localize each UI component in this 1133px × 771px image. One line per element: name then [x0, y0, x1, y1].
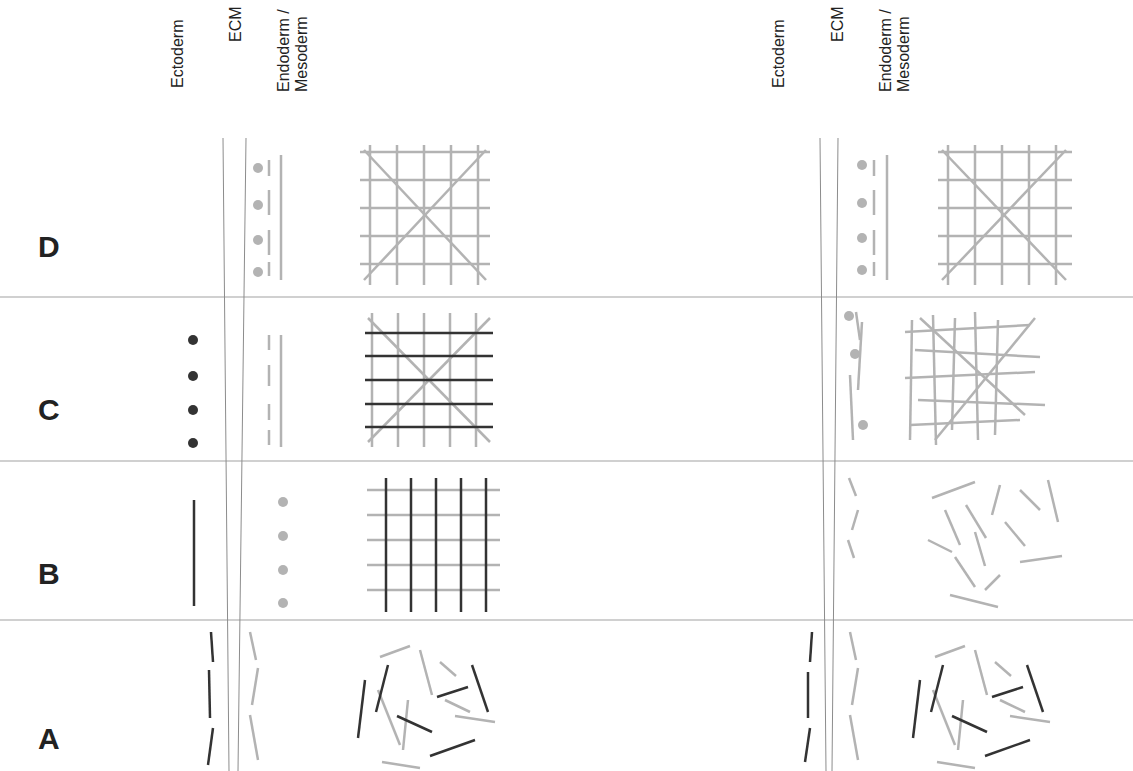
layer-heading: Ectoderm	[770, 20, 788, 88]
layer-heading: Endoderm / Mesoderm	[877, 2, 913, 92]
row-c-left	[188, 313, 493, 448]
row-d-left	[253, 145, 490, 285]
row-c-right	[844, 311, 1045, 445]
ecm-lines	[223, 138, 838, 771]
row-a-right	[805, 632, 1050, 768]
row-letter: D	[38, 230, 60, 264]
row-b-right	[848, 478, 1062, 607]
layer-heading: ECM	[829, 6, 847, 42]
row-letter: B	[38, 557, 60, 591]
row-letter: A	[38, 722, 60, 756]
layer-heading: ECM	[227, 6, 245, 42]
row-separators	[0, 297, 1133, 620]
row-b-left	[194, 478, 500, 612]
layer-heading: Ectoderm	[169, 20, 187, 88]
row-d-right	[857, 145, 1072, 285]
row-letter: C	[38, 393, 60, 427]
row-a-left	[208, 632, 495, 768]
layer-heading: Endoderm / Mesoderm	[275, 2, 311, 92]
